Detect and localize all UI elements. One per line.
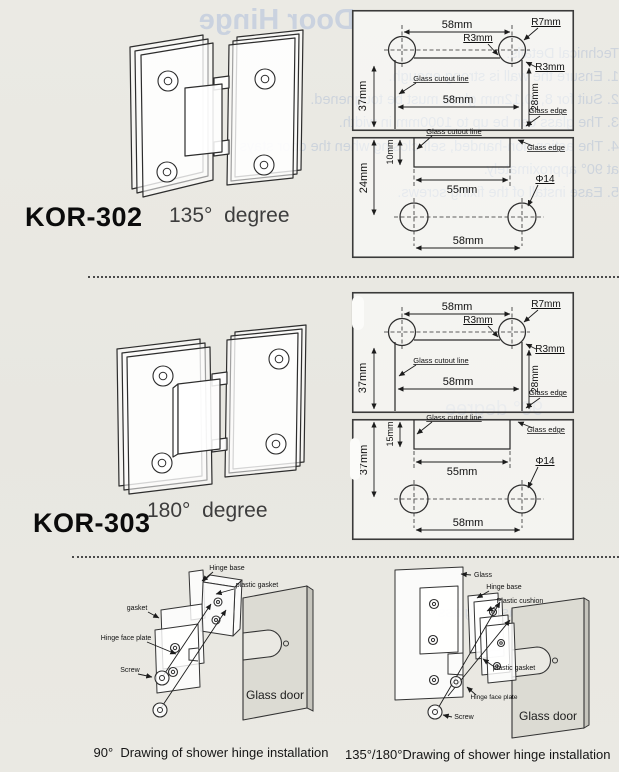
- door-plate-dimensions: [371, 135, 539, 251]
- dim-height-right: 28mm: [530, 83, 541, 111]
- dim-width-top: 58mm: [442, 301, 473, 313]
- glass-edge-label: Glass edge: [529, 106, 567, 115]
- screw-holes: [151, 348, 290, 474]
- dim-r3-top: R3mm: [463, 33, 492, 44]
- glass-edge-label: Glass edge: [529, 388, 567, 397]
- dim-hole-diameter: Φ14: [535, 456, 555, 467]
- plastic-gasket-label: plastic gasket: [493, 665, 535, 672]
- screw-label: Screw: [454, 714, 474, 721]
- glass-cutout-label: Glass cutout line: [426, 413, 481, 422]
- label-leader-lines: [442, 571, 500, 719]
- kor-302-hinge-isometric-drawing: [129, 29, 304, 198]
- glass-cutout-label: Glass cutout line: [413, 74, 468, 83]
- installation-135-180-drawing: Glass Hinge base Plastic cushion plastic…: [394, 566, 590, 739]
- scan-artifact: [352, 296, 364, 330]
- wall-glass-panel: [394, 566, 464, 701]
- screw-axis-lines: [160, 603, 227, 709]
- hinge-face-plate-label: Hinge face plate: [471, 694, 518, 701]
- kor-302-dimension-drawing: 58mm R3mm R7mm 37mm Glass cutout line 58…: [351, 9, 575, 259]
- screw-holes: [156, 68, 276, 183]
- glass-cutout-label: Glass cutout line: [426, 127, 481, 136]
- hinge-face-plate-label: Hinge face plate: [101, 635, 152, 642]
- label-leader-lines: [137, 571, 235, 679]
- dim-height-left: 37mm: [357, 363, 369, 394]
- dim-r7: R7mm: [531, 299, 560, 310]
- installation-90-caption: 90° Drawing of shower hinge installation: [93, 745, 329, 760]
- dim-height-left: 24mm: [358, 163, 370, 194]
- model-label-kor-303: KOR-303: [33, 508, 151, 538]
- screws: [152, 670, 170, 718]
- wall-plate-dimensions: [371, 27, 541, 128]
- glass-door-panel: [242, 585, 314, 721]
- installation-90-drawing: Hinge base plastic gasket gasket Hinge f…: [101, 565, 314, 721]
- dim-hole-diameter: Φ14: [535, 174, 555, 185]
- right-glass-panel: [226, 29, 304, 186]
- dim-hole-span: 58mm: [453, 517, 484, 529]
- wall-plate-dimensions: [371, 309, 541, 410]
- dim-width-top: 58mm: [442, 19, 473, 31]
- dim-r3-top: R3mm: [463, 315, 492, 326]
- dim-height-left: 37mm: [358, 445, 370, 476]
- glass-label: Glass: [474, 572, 492, 579]
- glass-edge-label: Glass edge: [527, 143, 565, 152]
- screw-label: Screw: [120, 667, 140, 674]
- dim-width-mid: 58mm: [443, 94, 474, 106]
- dim-r3-side: R3mm: [535, 62, 564, 73]
- model-label-kor-302: KOR-302: [25, 202, 143, 232]
- door-plate-dimensions: [371, 421, 539, 533]
- hinge-body: [172, 371, 228, 458]
- plastic-cushion-label: Plastic cushion: [497, 598, 544, 605]
- screws: [427, 675, 463, 720]
- hinge-base-label: Hinge base: [209, 565, 245, 572]
- dim-notch-width: 55mm: [447, 184, 478, 196]
- glass-door-panel: [511, 597, 590, 739]
- dim-hole-span: 58mm: [453, 235, 484, 247]
- gasket-label: gasket: [127, 605, 148, 612]
- door-plate-outline: [351, 418, 575, 541]
- installation-135-180-caption: 135°/180°Drawing of shower hinge install…: [345, 747, 611, 762]
- glass-door-label: Glass door: [246, 688, 304, 702]
- dim-notch-depth: 15mm: [385, 421, 395, 446]
- dim-r3-side: R3mm: [535, 344, 564, 355]
- hinge-base-label: Hinge base: [486, 584, 522, 591]
- dim-notch-width: 55mm: [447, 466, 478, 478]
- glass-door-label: Glass door: [519, 709, 577, 723]
- kor-303-dimension-drawing: 58mm R3mm R7mm 37mm Glass cutout line 58…: [351, 291, 575, 541]
- angle-label-kor-303: 180° degree: [147, 499, 268, 522]
- glass-edge-label: Glass edge: [527, 425, 565, 434]
- section-separator: [88, 276, 619, 278]
- door-plate-outline: [351, 136, 575, 259]
- section-separator: [72, 556, 619, 558]
- hinge-body: [184, 75, 230, 157]
- scan-artifact: [350, 438, 360, 480]
- right-glass-panel: [224, 324, 307, 478]
- kor-303-hinge-isometric-drawing: [116, 324, 307, 495]
- angle-label-kor-302: 135° degree: [169, 204, 290, 227]
- dim-r7: R7mm: [531, 17, 560, 28]
- dim-height-left: 37mm: [357, 81, 369, 112]
- plastic-gasket-label: plastic gasket: [236, 582, 278, 589]
- dim-notch-depth: 10mm: [385, 139, 395, 164]
- glass-cutout-label: Glass cutout line: [413, 356, 468, 365]
- dim-height-right: 28mm: [530, 365, 541, 393]
- dim-width-mid: 58mm: [443, 376, 474, 388]
